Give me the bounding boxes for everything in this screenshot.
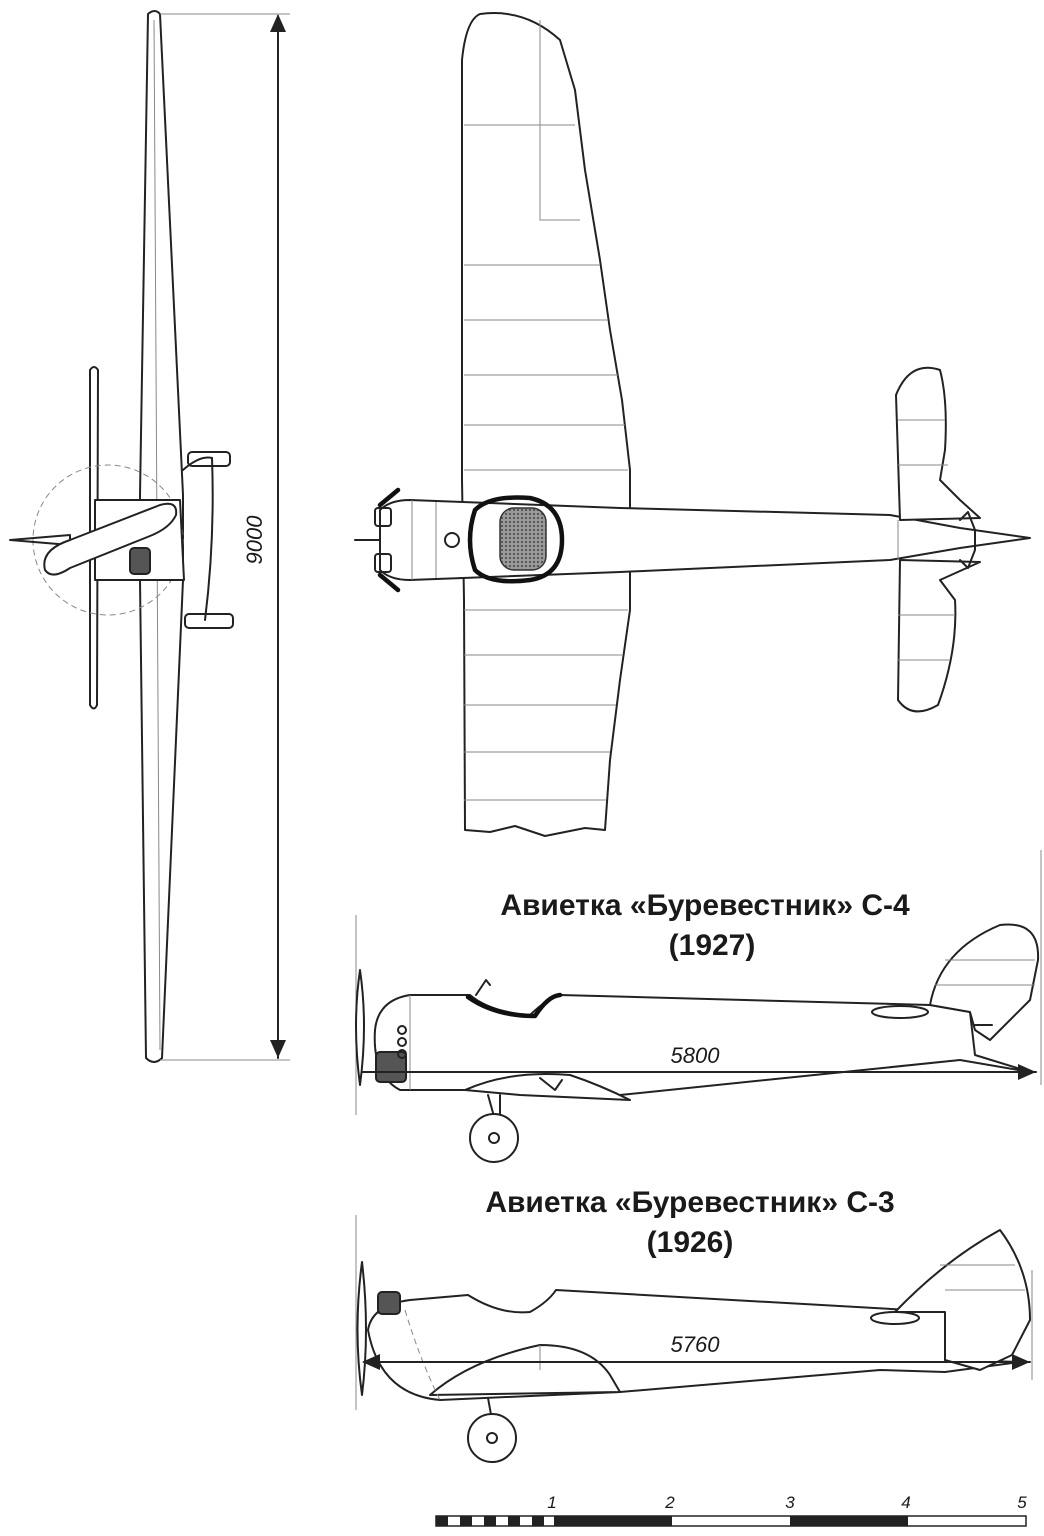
c3-length-dimension: 5760 xyxy=(671,1332,721,1357)
span-dimension: 9000 xyxy=(242,515,267,565)
side-view-c4: Авиетка «Буревестник» С-4 (1927) 5800 xyxy=(355,850,1042,1163)
scale-label-5: 5 xyxy=(1017,1493,1027,1512)
propeller-blade xyxy=(43,502,178,576)
c3-propeller xyxy=(356,1261,367,1396)
c4-fin xyxy=(929,923,1040,1041)
c4-length-dimension: 5800 xyxy=(671,1043,721,1068)
scale-label-4: 4 xyxy=(901,1493,910,1512)
side-view-c3: Авиетка «Буревестник» С-3 (1926) 5760 xyxy=(355,1186,1033,1463)
c4-title: Авиетка «Буревестник» С-4 xyxy=(500,889,910,922)
top-stabilizer xyxy=(895,366,981,521)
c4-year: (1927) xyxy=(669,929,756,962)
c4-wheel xyxy=(469,1113,519,1163)
wing-ribs xyxy=(464,124,628,801)
c3-year: (1926) xyxy=(647,1226,734,1259)
scale-label-2: 2 xyxy=(664,1493,675,1512)
scale-bar-first-meter xyxy=(436,1516,544,1526)
cockpit xyxy=(467,495,565,584)
top-stabilizer-lower xyxy=(897,559,981,713)
scale-bar: 1 2 3 4 5 xyxy=(435,1493,1027,1527)
scale-label-1: 1 xyxy=(547,1493,556,1512)
front-view: 9000 xyxy=(9,10,290,1063)
scale-label-3: 3 xyxy=(785,1493,795,1512)
c3-title: Авиетка «Буревестник» С-3 xyxy=(485,1186,894,1219)
top-view xyxy=(354,12,1031,837)
c4-propeller xyxy=(355,969,365,1086)
c3-wheel xyxy=(467,1413,517,1463)
